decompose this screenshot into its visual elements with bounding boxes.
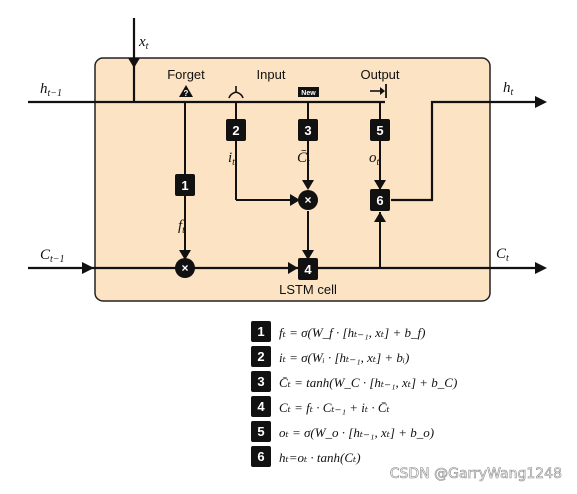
candidate-arrowhead bbox=[302, 180, 314, 190]
svg-text:3: 3 bbox=[304, 123, 311, 138]
lstm-cell-body bbox=[94, 57, 491, 302]
svg-text:oₜ = σ(W_o · [hₜ₋₁, xₜ] + b_o): oₜ = σ(W_o · [hₜ₋₁, xₜ] + b_o) bbox=[279, 425, 434, 440]
input-multiply-node: × bbox=[298, 190, 318, 210]
svg-text:2: 2 bbox=[232, 123, 239, 138]
h-t-output-line bbox=[391, 100, 540, 202]
step-box-6: 6 bbox=[370, 189, 390, 211]
svg-text:6: 6 bbox=[376, 193, 383, 208]
new-badge-icon: New bbox=[298, 87, 319, 97]
output-gate-label: Output bbox=[360, 67, 399, 82]
state-to-add-arrowhead bbox=[288, 262, 298, 274]
svg-text:×: × bbox=[304, 193, 311, 207]
svg-text:New: New bbox=[301, 90, 316, 97]
x-t-label: xt bbox=[138, 34, 149, 52]
cell-to-output-arrowhead bbox=[374, 212, 386, 222]
c-bar-t-label: C̄t bbox=[297, 150, 310, 168]
svg-text:1: 1 bbox=[181, 178, 188, 193]
step-box-5: 5 bbox=[370, 119, 390, 141]
equation-3: 3 C̄ₜ = tanh(W_C · [hₜ₋₁, xₜ] + b_C) bbox=[251, 371, 457, 392]
step-box-1: 1 bbox=[175, 174, 195, 196]
output-exit-icon bbox=[370, 84, 387, 98]
svg-text:hₜ=oₜ · tanh(Cₜ): hₜ=oₜ · tanh(Cₜ) bbox=[279, 450, 361, 465]
watermark-text: CSDN @GarryWang1248 bbox=[390, 466, 562, 482]
add-arrowhead bbox=[302, 250, 314, 260]
equation-6: 6 hₜ=oₜ · tanh(Cₜ) bbox=[251, 446, 361, 467]
split-icon bbox=[228, 86, 244, 99]
svg-text:?: ? bbox=[184, 89, 189, 98]
c-prev-label: Ct−1 bbox=[40, 247, 65, 265]
lstm-cell-label: LSTM cell bbox=[279, 282, 337, 297]
x-t-arrowhead bbox=[128, 58, 140, 68]
svg-text:5: 5 bbox=[257, 424, 264, 439]
svg-text:C̄ₜ = tanh(W_C · [hₜ₋₁, xₜ] +: C̄ₜ = tanh(W_C · [hₜ₋₁, xₜ] + b_C) bbox=[279, 375, 457, 390]
question-icon: ? bbox=[179, 85, 193, 98]
svg-text:1: 1 bbox=[257, 324, 264, 339]
step-box-4: 4 bbox=[298, 258, 318, 280]
o-t-label: ot bbox=[369, 150, 380, 168]
input-gate-label: Input bbox=[257, 67, 286, 82]
input-arrowhead bbox=[290, 194, 300, 206]
svg-text:6: 6 bbox=[257, 449, 264, 464]
output-arrowhead bbox=[374, 180, 386, 190]
svg-text:fₜ = σ(W_f · [hₜ₋₁, xₜ] + b_f): fₜ = σ(W_f · [hₜ₋₁, xₜ] + b_f) bbox=[279, 325, 425, 340]
equation-5: 5 oₜ = σ(W_o · [hₜ₋₁, xₜ] + b_o) bbox=[251, 421, 434, 442]
equation-2: 2 iₜ = σ(Wᵢ · [hₜ₋₁, xₜ] + bᵢ) bbox=[251, 346, 409, 367]
i-t-label: it bbox=[228, 150, 235, 168]
svg-text:×: × bbox=[181, 261, 188, 275]
c-prev-arrowhead bbox=[82, 262, 94, 274]
f-t-label: ft bbox=[178, 218, 185, 236]
h-prev-label: ht−1 bbox=[40, 81, 62, 99]
h-t-arrowhead bbox=[535, 96, 547, 108]
svg-text:4: 4 bbox=[304, 262, 312, 277]
svg-text:2: 2 bbox=[257, 349, 264, 364]
h-t-label: ht bbox=[503, 80, 514, 98]
svg-text:iₜ = σ(Wᵢ · [hₜ₋₁, xₜ] + bᵢ): iₜ = σ(Wᵢ · [hₜ₋₁, xₜ] + bᵢ) bbox=[279, 350, 409, 365]
forget-gate-label: Forget bbox=[167, 67, 205, 82]
step-box-3: 3 bbox=[298, 119, 318, 141]
c-t-label: Ct bbox=[496, 246, 509, 264]
forget-arrowhead bbox=[179, 250, 191, 260]
svg-text:4: 4 bbox=[257, 399, 265, 414]
svg-text:Cₜ = fₜ · Cₜ₋₁ + iₜ · C̄ₜ: Cₜ = fₜ · Cₜ₋₁ + iₜ · C̄ₜ bbox=[279, 400, 390, 415]
svg-text:5: 5 bbox=[376, 123, 383, 138]
svg-text:3: 3 bbox=[257, 374, 264, 389]
equation-4: 4 Cₜ = fₜ · Cₜ₋₁ + iₜ · C̄ₜ bbox=[251, 396, 390, 417]
c-t-arrowhead bbox=[535, 262, 547, 274]
equation-1: 1 fₜ = σ(W_f · [hₜ₋₁, xₜ] + b_f) bbox=[251, 321, 425, 342]
forget-multiply-node: × bbox=[175, 258, 195, 278]
step-box-2: 2 bbox=[226, 119, 246, 141]
